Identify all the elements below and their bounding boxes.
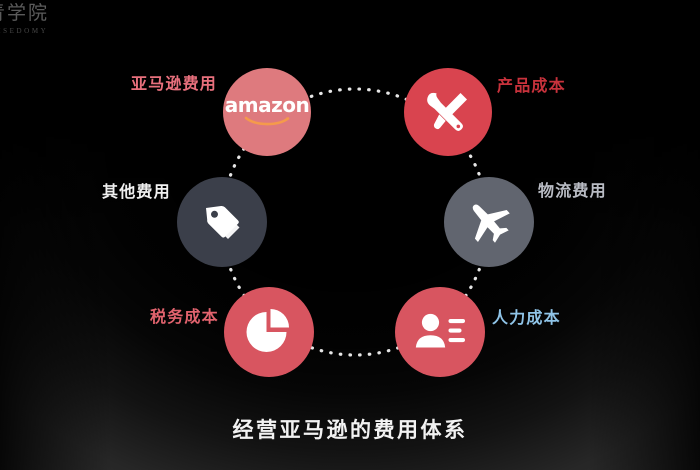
slide-caption: 经营亚马逊的费用体系 bbox=[232, 418, 468, 442]
node-product-cost[interactable] bbox=[404, 68, 492, 156]
label-product-cost: 产品成本 bbox=[497, 76, 566, 95]
airplane-icon bbox=[472, 204, 510, 243]
amazon-wordmark-icon: amazon bbox=[224, 92, 310, 128]
pie-chart-icon bbox=[246, 309, 289, 352]
amazon-smile-icon bbox=[244, 116, 290, 125]
amazon-wordmark-text: amazon bbox=[224, 92, 310, 117]
label-logistics-fee: 物流费用 bbox=[538, 181, 607, 200]
label-labor-cost: 人力成本 bbox=[492, 308, 561, 327]
price-tags-icon bbox=[206, 205, 240, 239]
wrench-screwdriver-icon bbox=[427, 92, 467, 131]
node-logistics-fee[interactable] bbox=[444, 177, 534, 267]
label-tax-cost: 税务成本 bbox=[150, 307, 219, 326]
node-labor-cost[interactable] bbox=[395, 287, 485, 377]
node-amazon-fee[interactable]: amazon bbox=[223, 68, 311, 156]
label-amazon-fee: 亚马逊费用 bbox=[131, 74, 218, 93]
node-tax-cost[interactable] bbox=[224, 287, 314, 377]
user-card-icon bbox=[415, 313, 465, 348]
node-other-fee[interactable] bbox=[177, 177, 267, 267]
label-other-fee: 其他费用 bbox=[102, 182, 171, 201]
